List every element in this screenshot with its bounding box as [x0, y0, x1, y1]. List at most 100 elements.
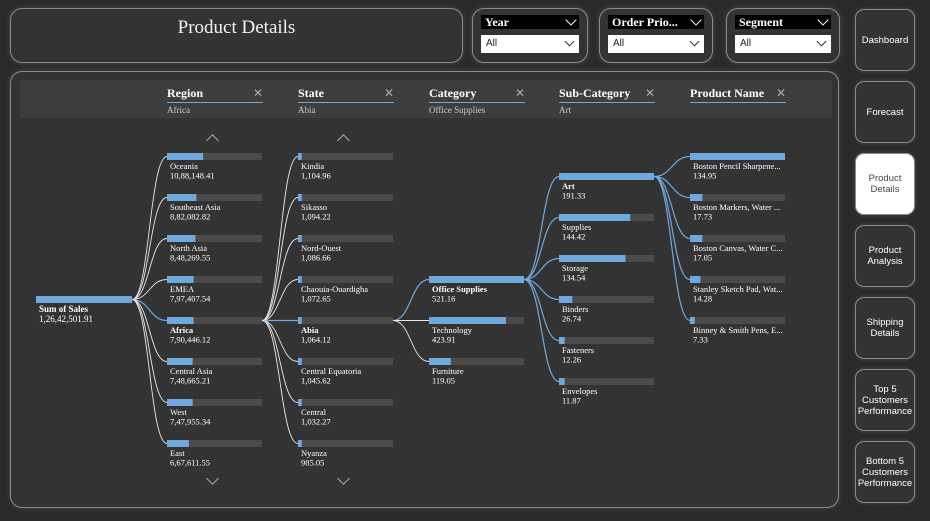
tree-link — [523, 216, 560, 281]
close-icon[interactable]: ✕ — [775, 86, 786, 100]
tree-node-bar[interactable] — [690, 276, 701, 283]
tree-node-label: Chaouia-Ouardigha — [301, 284, 368, 294]
bar-track — [167, 317, 262, 324]
bar-track — [429, 358, 524, 365]
segment-dropdown-value: All — [740, 38, 752, 49]
nav-top5-customers-button[interactable]: Top 5 Customers Performance — [855, 369, 915, 431]
segment-dropdown[interactable]: All — [735, 35, 831, 53]
tree-node-bar[interactable] — [559, 255, 626, 262]
nav-shipping-details-button[interactable]: Shipping Details — [855, 297, 915, 359]
tree-node-bar[interactable] — [167, 276, 194, 283]
tree-node-bar[interactable] — [559, 214, 631, 221]
tree-node-bar[interactable] — [690, 317, 695, 324]
nav-bottom5-customers-button[interactable]: Bottom 5 Customers Performance — [855, 441, 915, 503]
year-slicer-header[interactable]: Year — [481, 15, 579, 29]
tree-node-bar[interactable] — [298, 399, 302, 406]
tree-node-value: 134.95 — [693, 171, 716, 181]
level-header-category[interactable]: Category ✕ Office Supplies — [429, 86, 525, 116]
tree-node-bar[interactable] — [690, 153, 785, 160]
bar-track — [167, 358, 262, 365]
tree-node-value: 7.33 — [693, 335, 708, 345]
tree-node-label: Boston Pencil Sharpene... — [693, 161, 781, 171]
nav-product-details-button[interactable]: Product Details — [855, 153, 915, 215]
nav-dashboard-button[interactable]: Dashboard — [855, 9, 915, 71]
tree-node-bar[interactable] — [167, 235, 196, 242]
chevron-down-icon[interactable] — [565, 15, 577, 26]
tree-node-value: 1,032.27 — [301, 417, 331, 427]
tree-node-value: 17.05 — [693, 253, 712, 263]
level-selected-value: Africa — [167, 105, 190, 115]
tree-node-value: 7,47,955.34 — [170, 417, 211, 427]
tree-node-bar[interactable] — [559, 337, 565, 344]
tree-node-value: 1,045.62 — [301, 376, 331, 386]
tree-node-bar[interactable] — [559, 378, 565, 385]
level-header-region[interactable]: Region ✕ Africa — [167, 86, 263, 116]
tree-node-bar[interactable] — [167, 358, 193, 365]
segment-slicer: Segment All — [726, 8, 840, 63]
tree-node-value: 1,094.22 — [301, 212, 331, 222]
tree-node-bar[interactable] — [298, 235, 302, 242]
root-value: 1,26,42,501.91 — [39, 314, 93, 324]
tree-link — [261, 320, 299, 362]
tree-node-label: Boston Markers, Water ... — [693, 202, 780, 212]
bar-track — [167, 153, 262, 160]
tree-node-bar[interactable] — [298, 440, 302, 447]
tree-node-label: Africa — [170, 325, 194, 335]
order-priority-slicer-header[interactable]: Order Prio... — [608, 15, 704, 29]
tree-node-bar[interactable] — [298, 317, 302, 324]
nav-label: Shipping Details — [866, 317, 904, 339]
tree-node-bar[interactable] — [690, 194, 703, 201]
tree-node-value: 1,104.96 — [301, 171, 331, 181]
level-header-product-name[interactable]: Product Name ✕ — [690, 86, 786, 103]
tree-node-value: 8,82,082.82 — [170, 212, 210, 222]
tree-node-bar[interactable] — [559, 296, 573, 303]
tree-node-value: 12.26 — [562, 355, 581, 365]
tree-node-bar[interactable] — [167, 399, 193, 406]
tree-node-bar[interactable] — [298, 276, 302, 283]
nav-product-analysis-button[interactable]: Product Analysis — [855, 225, 915, 287]
year-slicer-label: Year — [485, 15, 509, 29]
close-icon[interactable]: ✕ — [644, 86, 655, 100]
order-priority-dropdown-value: All — [613, 38, 625, 49]
root-bar[interactable] — [36, 296, 132, 303]
tree-node-bar[interactable] — [298, 194, 302, 201]
tree-node-value: 119.05 — [432, 376, 455, 386]
tree-node-value: 7,48,665.21 — [170, 376, 210, 386]
tree-node-bar[interactable] — [690, 235, 703, 242]
close-icon[interactable]: ✕ — [383, 86, 394, 100]
bar-track — [298, 440, 393, 447]
tree-link — [131, 156, 168, 300]
tree-link — [392, 278, 430, 322]
tree-link — [261, 320, 299, 403]
close-icon[interactable]: ✕ — [514, 86, 525, 100]
year-dropdown[interactable]: All — [481, 35, 579, 53]
close-icon[interactable]: ✕ — [252, 86, 263, 100]
tree-node-label: Binders — [562, 304, 588, 314]
tree-node-bar[interactable] — [298, 358, 302, 365]
level-header-state[interactable]: State ✕ Abia — [298, 86, 394, 116]
nav-label: Forecast — [866, 106, 904, 118]
nav-forecast-button[interactable]: Forecast — [855, 81, 915, 143]
order-priority-dropdown[interactable]: All — [608, 35, 704, 53]
chevron-down-icon[interactable] — [817, 15, 829, 26]
decomposition-tree-panel: Region ✕ Africa State ✕ Abia Category ✕ … — [10, 71, 839, 508]
tree-node-label: West — [170, 407, 187, 417]
bar-track — [690, 194, 785, 201]
tree-node-bar[interactable] — [167, 440, 189, 447]
tree-node-bar[interactable] — [167, 317, 194, 324]
tree-node-bar[interactable] — [429, 276, 524, 283]
tree-node-label: Central Asia — [170, 366, 212, 376]
tree-node-bar[interactable] — [298, 153, 302, 160]
chevron-down-icon[interactable] — [690, 15, 702, 26]
tree-node-bar[interactable] — [167, 153, 204, 160]
level-header-sub-category[interactable]: Sub-Category ✕ Art — [559, 86, 655, 116]
tree-node-label: Office Supplies — [432, 284, 488, 294]
tree-node-bar[interactable] — [429, 358, 451, 365]
tree-node-bar[interactable] — [559, 173, 654, 180]
tree-node-bar[interactable] — [429, 317, 506, 324]
tree-node-value: 1,072.65 — [301, 294, 331, 304]
tree-node-label: Storage — [562, 263, 588, 273]
segment-slicer-header[interactable]: Segment — [735, 15, 831, 29]
tree-node-bar[interactable] — [167, 194, 197, 201]
bar-track — [167, 194, 262, 201]
